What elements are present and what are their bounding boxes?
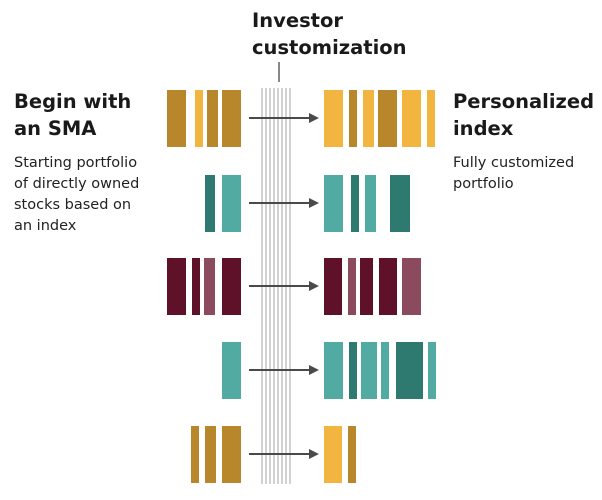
customized-holding-bar xyxy=(365,175,376,232)
investor-customization-heading: Investor customization xyxy=(252,7,422,61)
right-heading-line2: index xyxy=(453,117,514,140)
personalized-index-heading: Personalized index xyxy=(453,88,602,142)
customized-portfolio-description: Fully customized portfolio xyxy=(453,153,602,195)
starting-holding-bar xyxy=(222,342,241,399)
customization-filter xyxy=(261,62,291,484)
customized-holding-bar xyxy=(348,258,356,315)
starting-portfolio-description: Starting portfolio of directly owned sto… xyxy=(14,153,179,237)
customized-holding-bar xyxy=(381,342,389,399)
left-desc-line4: an index xyxy=(14,218,77,234)
customized-holding-bar xyxy=(396,342,423,399)
right-desc-line1: Fully customized xyxy=(453,155,575,171)
starting-holding-bar xyxy=(191,426,199,483)
starting-holding-bar xyxy=(207,90,218,147)
customized-holding-bar xyxy=(402,258,421,315)
customized-holding-bar xyxy=(324,175,343,232)
customized-holding-bar xyxy=(379,258,397,315)
customized-holding-bar xyxy=(324,342,343,399)
customized-holding-bar xyxy=(360,258,373,315)
customized-holding-bar xyxy=(349,90,357,147)
flow-arrows xyxy=(249,113,319,459)
right-heading-line1: Personalized xyxy=(453,90,595,113)
starting-holding-bar xyxy=(222,258,241,315)
left-desc-line3: stocks based on xyxy=(14,197,132,213)
investor-heading-line1: Investor xyxy=(252,9,344,32)
starting-holding-bar xyxy=(222,426,241,483)
customized-holding-bar xyxy=(361,342,377,399)
starting-holding-bar xyxy=(167,90,186,147)
customized-holding-bar xyxy=(402,90,421,147)
starting-holding-bar xyxy=(222,90,241,147)
left-heading-line2: an SMA xyxy=(14,117,97,140)
begin-with-sma-heading: Begin with an SMA xyxy=(14,88,174,142)
customized-holding-bar xyxy=(324,426,342,483)
customized-holding-bar xyxy=(351,175,359,232)
starting-holding-bar xyxy=(205,175,215,232)
customized-holding-bar xyxy=(324,258,342,315)
starting-holding-bar xyxy=(192,258,200,315)
customized-holding-bar xyxy=(363,90,374,147)
customized-holding-bar xyxy=(348,426,356,483)
starting-holding-bar xyxy=(167,258,186,315)
investor-heading-line2: customization xyxy=(252,36,407,59)
customized-holding-bar xyxy=(349,342,357,399)
starting-holding-bar xyxy=(205,426,216,483)
left-desc-line1: Starting portfolio xyxy=(14,155,138,171)
customized-holding-bar xyxy=(428,342,436,399)
right-desc-line2: portfolio xyxy=(453,176,514,192)
left-heading-line1: Begin with xyxy=(14,90,132,113)
customized-holding-bar xyxy=(427,90,435,147)
customized-holding-bar xyxy=(324,90,343,147)
portfolio-bars xyxy=(167,90,436,483)
starting-holding-bar xyxy=(204,258,215,315)
starting-holding-bar xyxy=(222,175,241,232)
left-desc-line2: of directly owned xyxy=(14,176,140,192)
starting-holding-bar xyxy=(195,90,203,147)
customized-holding-bar xyxy=(378,90,397,147)
customized-holding-bar xyxy=(390,175,410,232)
